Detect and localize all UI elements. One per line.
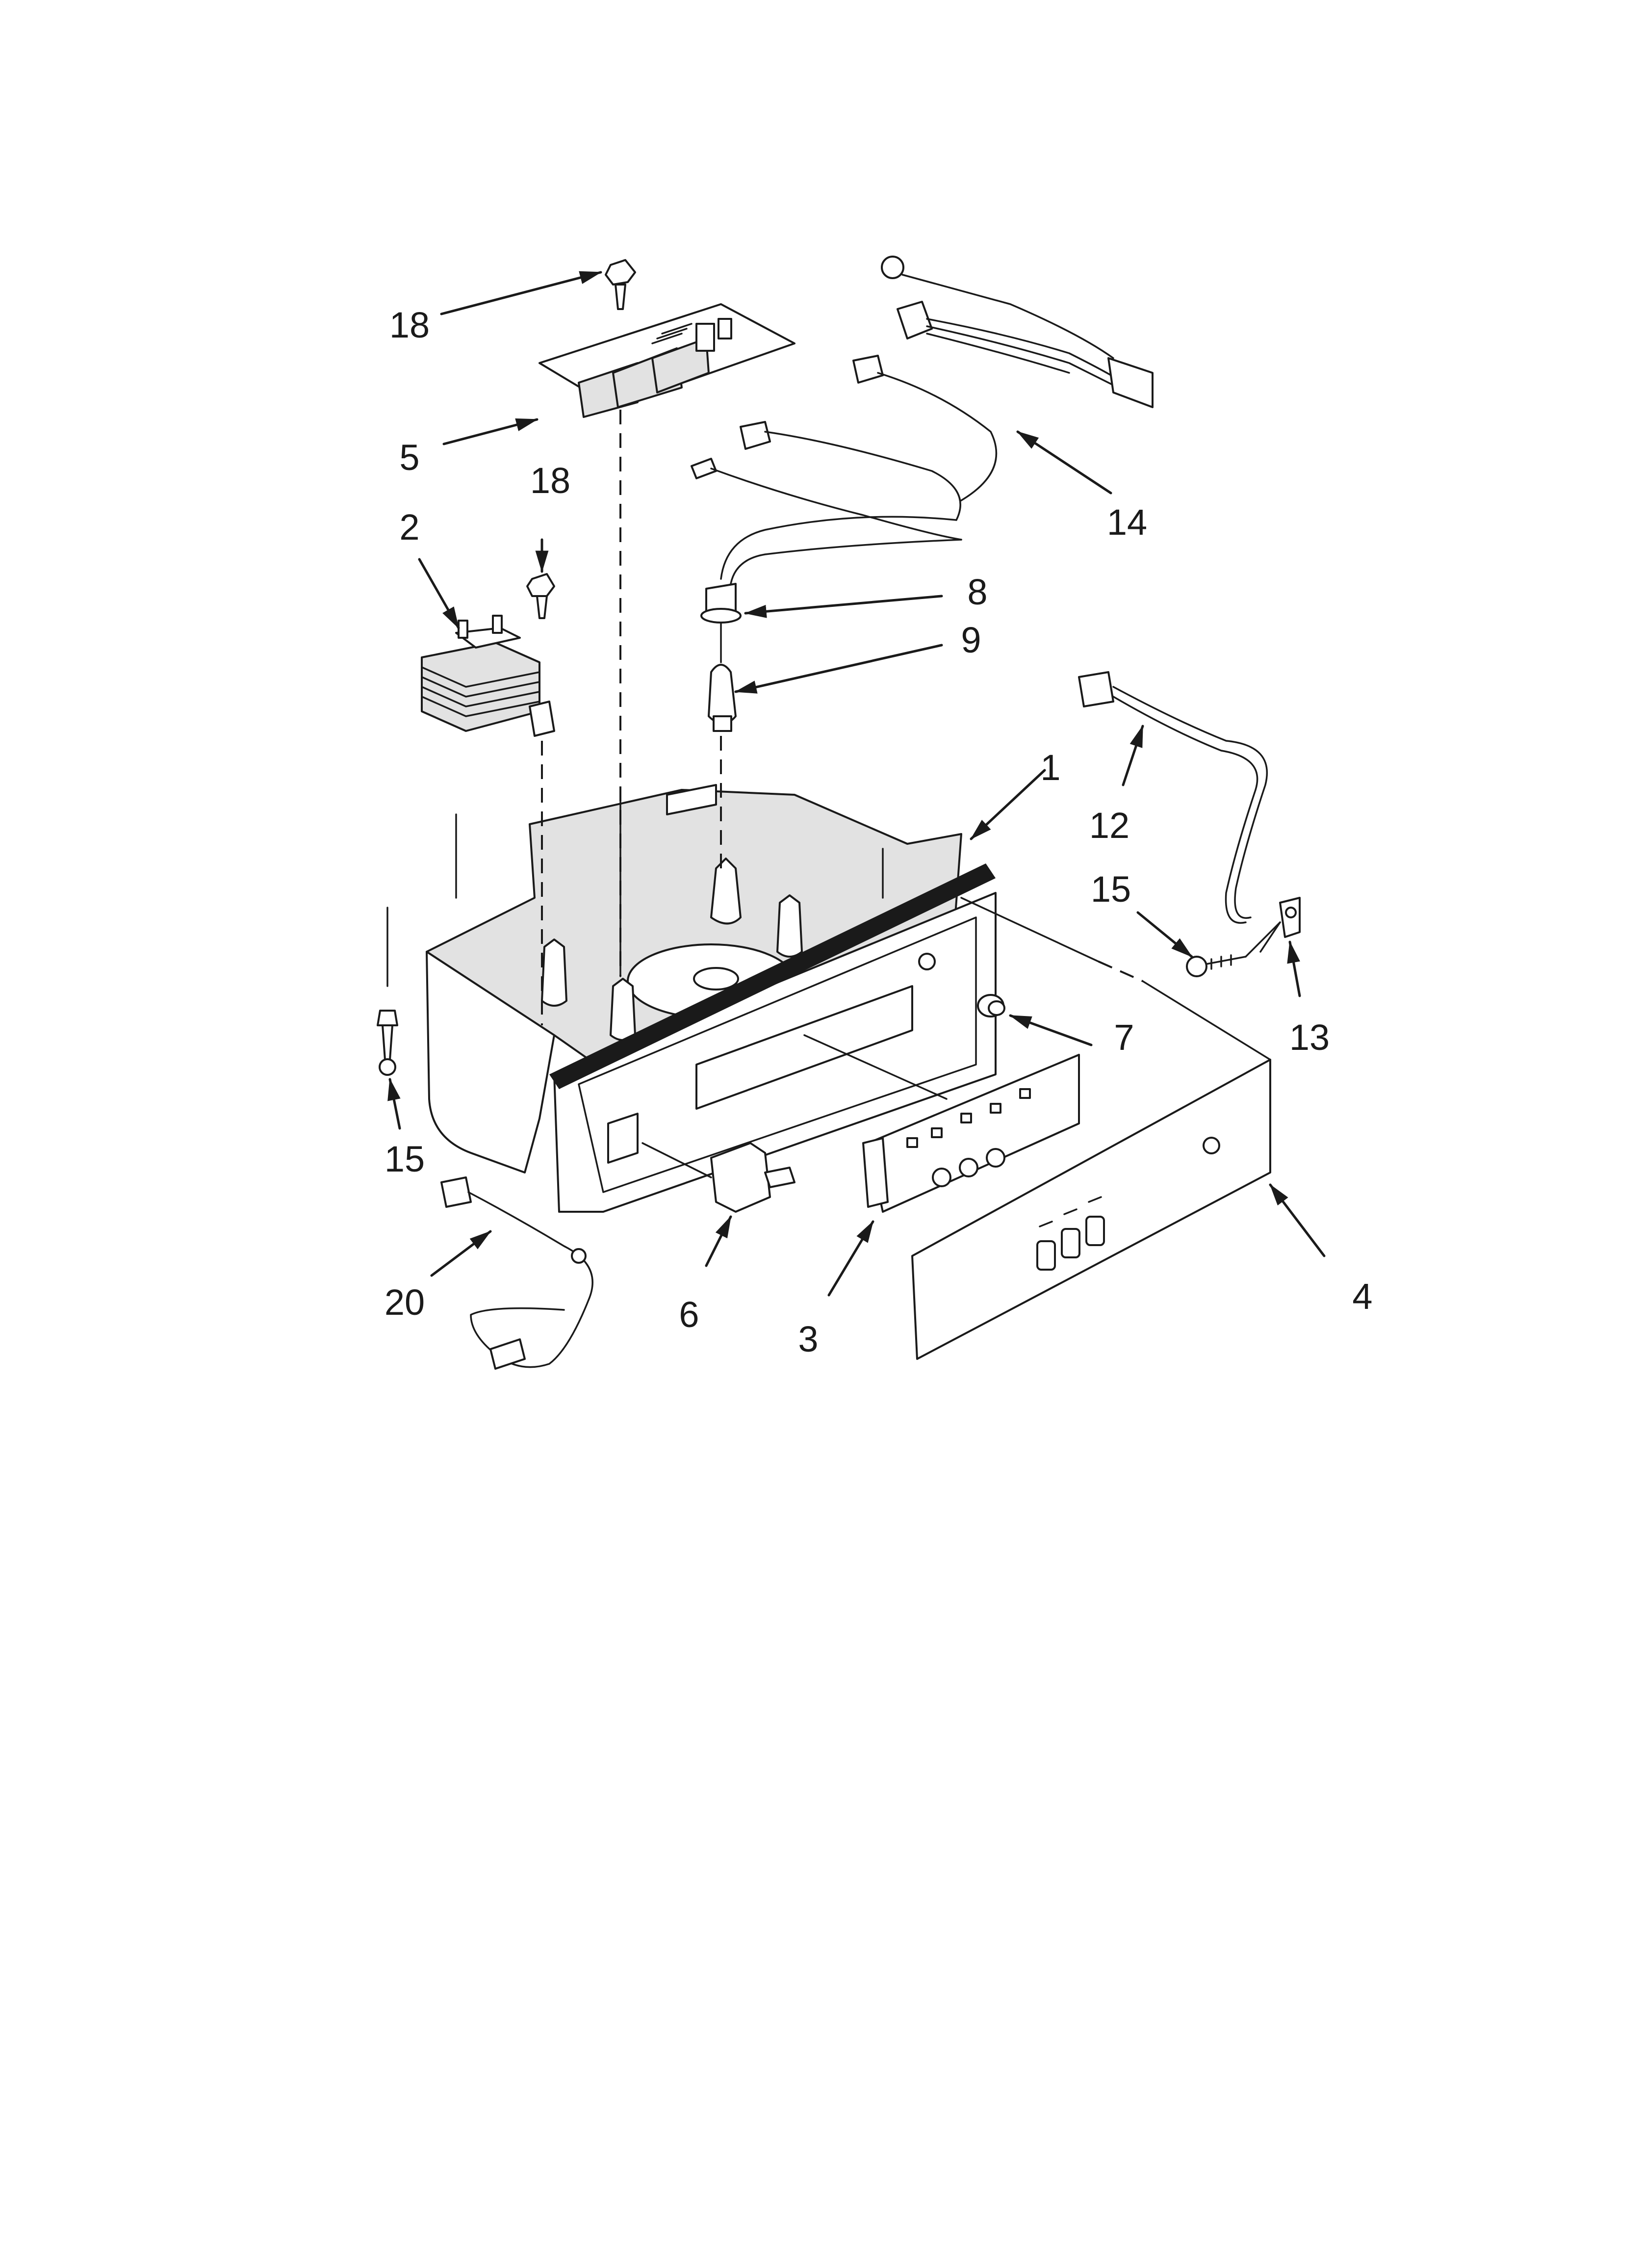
callout-14: 14 <box>1107 502 1147 543</box>
callout-3: 3 <box>798 1319 818 1359</box>
leader-15-right <box>1136 911 1193 958</box>
screw-18-mid <box>526 573 555 619</box>
leader-12 <box>1122 725 1144 786</box>
callout-13: 13 <box>1289 1017 1330 1058</box>
screw-15-left <box>377 1010 398 1076</box>
leader-8 <box>744 595 943 618</box>
callout-7: 7 <box>1114 1017 1134 1058</box>
callout-4: 4 <box>1352 1276 1372 1317</box>
leader-20 <box>430 1230 492 1277</box>
callout-18-mid: 18 <box>530 460 570 501</box>
wire-12 <box>1078 671 1268 924</box>
callout-2: 2 <box>399 507 419 547</box>
screw-18-top <box>605 259 636 310</box>
wire-harness-14 <box>881 256 1154 408</box>
leader-5 <box>442 418 539 445</box>
callout-9: 9 <box>961 620 981 660</box>
callout-5: 5 <box>399 437 419 478</box>
callout-1: 1 <box>1040 747 1060 788</box>
control-module <box>862 1054 1080 1213</box>
leader-3 <box>827 1220 874 1297</box>
assembly-line-overlay <box>1098 961 1143 982</box>
transformer <box>421 615 555 737</box>
leader-6 <box>705 1215 732 1267</box>
leader-15-left <box>387 1078 401 1130</box>
front-overlay <box>911 1059 1271 1360</box>
leader-13 <box>1287 940 1301 997</box>
callout-15-left: 15 <box>385 1139 425 1179</box>
leader-7 <box>1009 1014 1093 1046</box>
light-bulb <box>708 664 737 732</box>
callout-12: 12 <box>1089 805 1129 846</box>
lamp-socket-harness <box>691 355 998 624</box>
leader-4 <box>1269 1183 1326 1257</box>
leader-14 <box>1016 430 1112 495</box>
leader-1 <box>970 769 1046 840</box>
door-switch <box>710 1142 795 1213</box>
leader-18-top <box>440 271 602 315</box>
leader-2 <box>418 558 460 629</box>
leader-9 <box>734 644 943 694</box>
control-board <box>539 303 795 418</box>
screw-15-right <box>1186 921 1281 977</box>
callout-18-top: 18 <box>389 305 430 345</box>
sensor-wire <box>440 1176 593 1370</box>
callout-15-right: 15 <box>1091 869 1131 910</box>
control-housing <box>386 784 997 1213</box>
ground-clip <box>1279 897 1301 938</box>
grommet <box>977 994 1005 1017</box>
callout-20: 20 <box>385 1282 425 1323</box>
callout-8: 8 <box>967 572 987 612</box>
callout-6: 6 <box>679 1294 699 1335</box>
